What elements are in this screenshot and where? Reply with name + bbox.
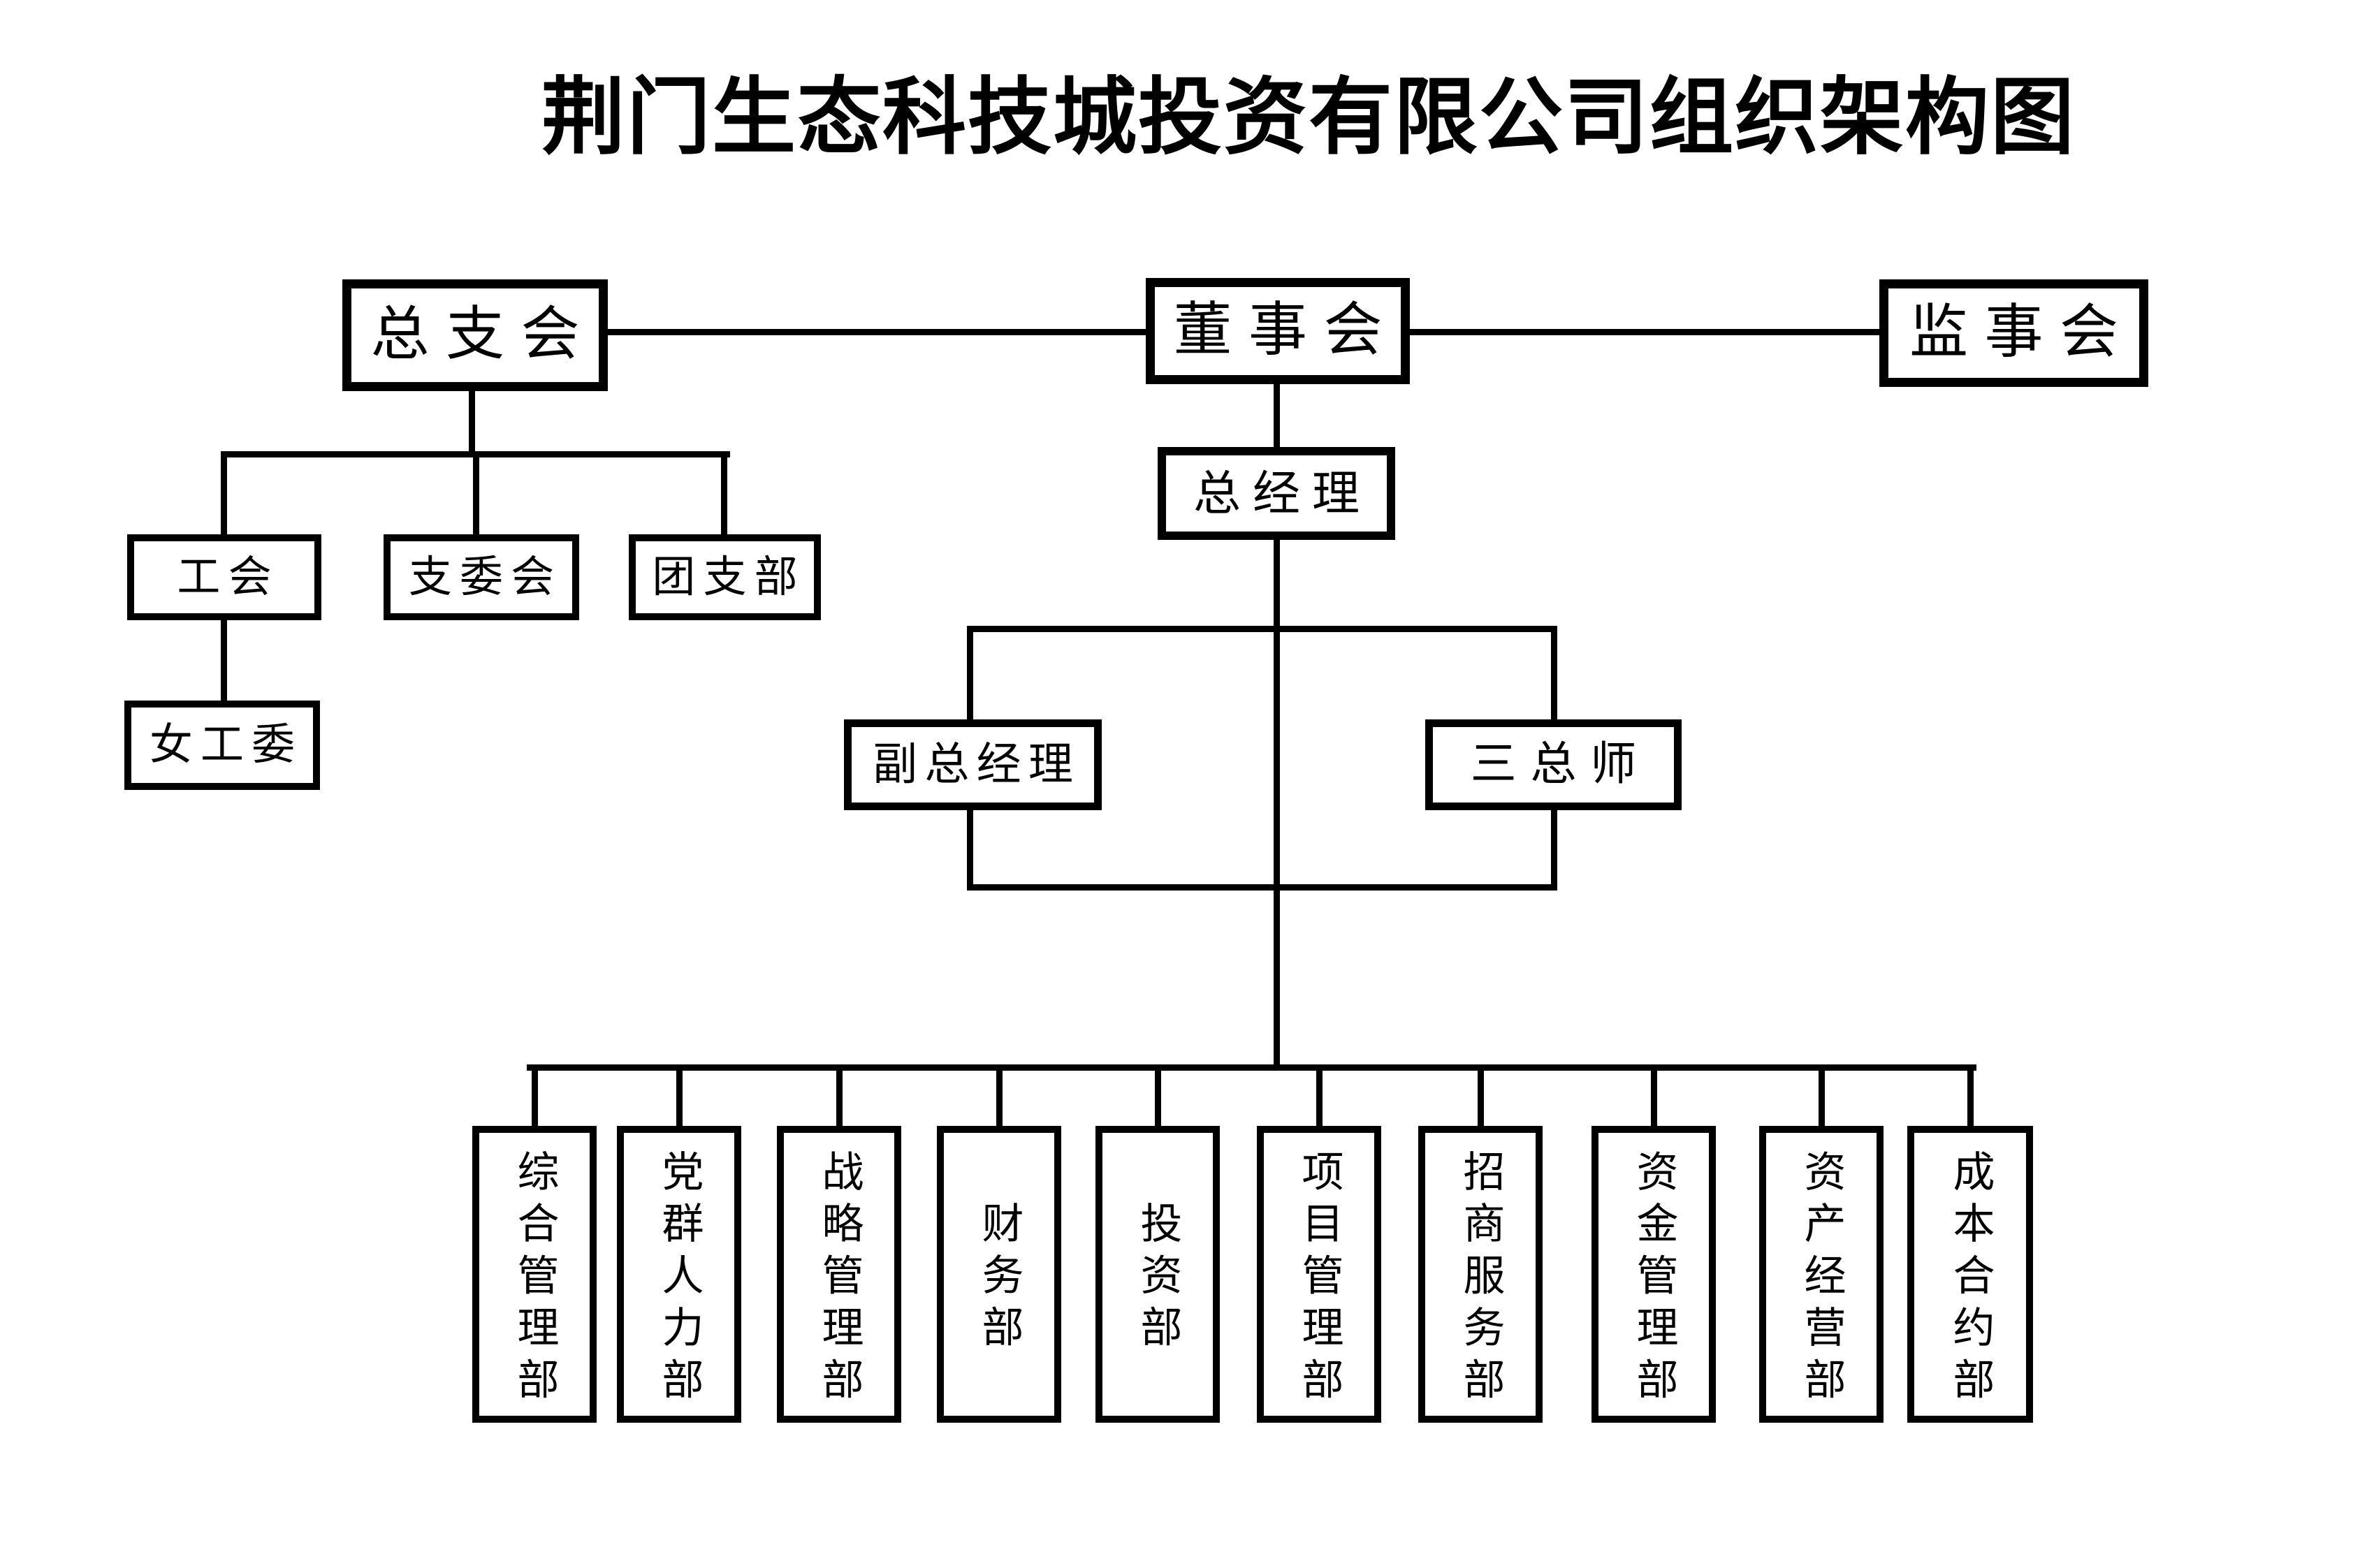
node-label: 总经理 (1193, 467, 1371, 520)
connector-line (1478, 1071, 1484, 1126)
connector-line (967, 626, 1557, 632)
connector-line (473, 455, 479, 534)
connector-line (221, 620, 227, 701)
node-branch-committee: 支委会 (384, 534, 579, 620)
connector-line (676, 1071, 683, 1126)
connector-line (532, 1071, 538, 1126)
node-board-of-directors: 董事会 (1146, 278, 1410, 384)
dept-label: 党群人力部 (656, 1149, 702, 1409)
node-label: 工会 (177, 553, 279, 601)
connector-line (836, 1071, 843, 1126)
connector-line (221, 455, 227, 534)
dept-box-party-mass-hr: 党群人力部 (617, 1126, 741, 1423)
node-general-party-branch: 总支会 (342, 279, 608, 391)
dept-box-general-management: 综合管理部 (472, 1126, 597, 1423)
dept-box-strategy-management: 战略管理部 (777, 1126, 901, 1423)
connector-line (721, 455, 727, 534)
node-label: 董事会 (1173, 298, 1399, 363)
dept-label: 资产经营部 (1798, 1149, 1844, 1409)
node-labor-union: 工会 (127, 534, 321, 620)
node-women-workers-committee: 女工委 (124, 701, 320, 790)
node-label: 团支部 (652, 553, 806, 601)
node-label: 副总经理 (873, 740, 1081, 789)
node-youth-league-branch: 团支部 (629, 534, 821, 620)
connector-line (608, 329, 1146, 335)
connector-line (1410, 329, 1879, 335)
chart-title: 荆门生态科技城投资有限公司组织架构图 (541, 71, 2076, 164)
dept-box-project-management: 项目管理部 (1257, 1126, 1381, 1423)
node-label: 女工委 (149, 721, 303, 769)
connector-line (469, 388, 475, 457)
node-three-chief-engineers: 三总师 (1425, 719, 1682, 810)
node-general-manager: 总经理 (1158, 447, 1395, 540)
dept-label: 综合管理部 (511, 1149, 558, 1409)
connector-line (1274, 538, 1280, 1067)
dept-label: 投资部 (1135, 1201, 1181, 1358)
dept-label: 项目管理部 (1296, 1149, 1342, 1409)
connector-line (221, 451, 730, 457)
connector-line (1819, 1071, 1825, 1126)
node-label: 监事会 (1909, 300, 2135, 365)
dept-label: 战略管理部 (816, 1149, 862, 1409)
dept-box-funds-management: 资金管理部 (1591, 1126, 1716, 1423)
connector-line (967, 810, 973, 891)
connector-line (527, 1064, 1976, 1071)
dept-label: 资金管理部 (1631, 1149, 1677, 1409)
dept-label: 招商服务部 (1457, 1149, 1503, 1409)
dept-box-investment-promotion-service: 招商服务部 (1418, 1126, 1543, 1423)
connector-line (996, 1071, 1003, 1126)
connector-line (1967, 1071, 1974, 1126)
connector-line (1551, 810, 1557, 891)
dept-box-finance: 财务部 (937, 1126, 1061, 1423)
node-label: 支委会 (408, 553, 562, 601)
connector-line (967, 630, 973, 719)
node-label: 三总师 (1470, 739, 1651, 790)
connector-line (1274, 383, 1280, 450)
node-board-of-supervisors: 监事会 (1879, 279, 2148, 387)
connector-line (1651, 1071, 1657, 1126)
dept-box-asset-operation: 资产经营部 (1759, 1126, 1884, 1423)
node-label: 总支会 (370, 302, 597, 367)
connector-line (1551, 630, 1557, 719)
dept-box-cost-contract: 成本合约部 (1907, 1126, 2033, 1423)
dept-box-investment: 投资部 (1095, 1126, 1220, 1423)
connector-line (1316, 1071, 1323, 1126)
dept-label: 成本合约部 (1947, 1149, 1993, 1409)
connector-line (1155, 1071, 1161, 1126)
connector-line (967, 884, 1557, 891)
dept-label: 财务部 (976, 1201, 1022, 1358)
node-deputy-general-manager: 副总经理 (844, 719, 1102, 810)
